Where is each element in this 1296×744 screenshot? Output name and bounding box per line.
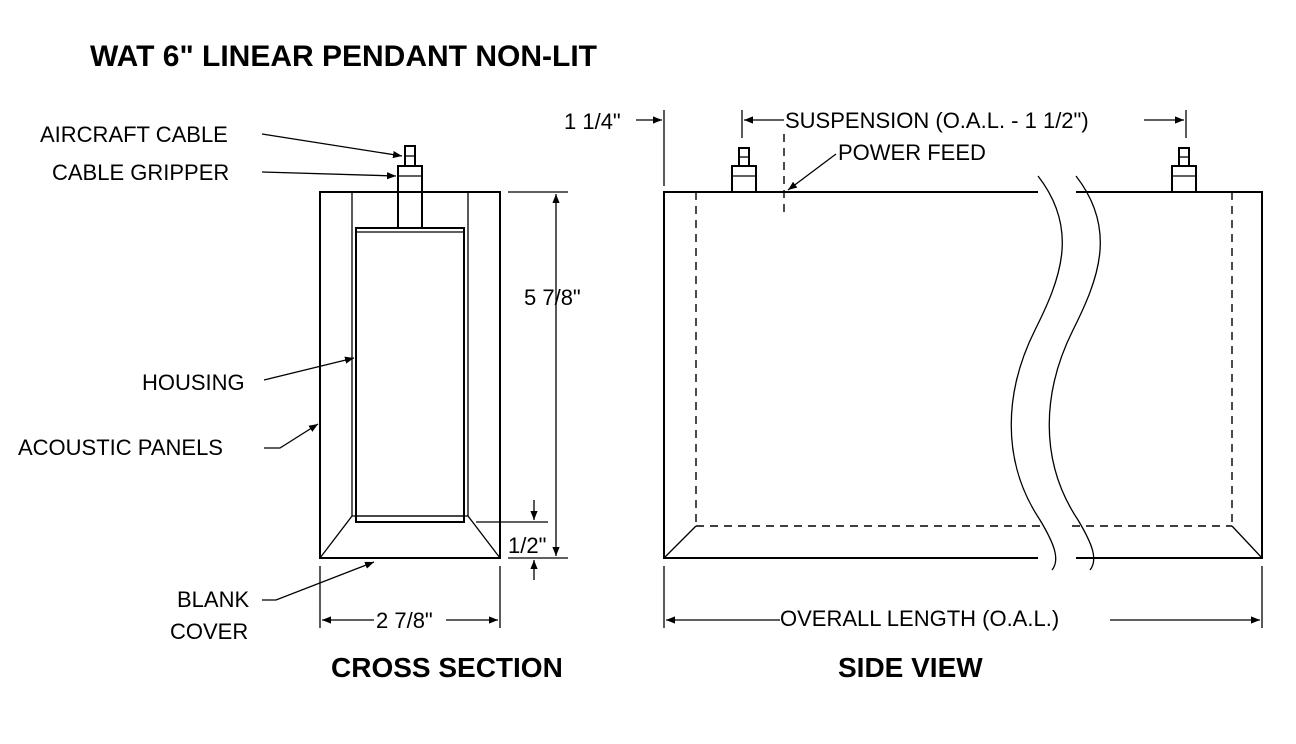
height-dimension-label: 5 7/8" — [524, 285, 581, 310]
power-feed-leader — [787, 153, 837, 191]
blank-cover-label-line2: COVER — [170, 619, 248, 644]
housing — [355, 227, 465, 523]
gripper-right — [1171, 165, 1197, 193]
acoustic-panels-leader — [264, 423, 319, 449]
power-feed-label: POWER FEED — [838, 140, 986, 165]
break-line-left — [1010, 175, 1063, 571]
cross-section-drawing — [261, 133, 568, 628]
cable-gripper-label: CABLE GRIPPER — [52, 160, 229, 185]
suspension-label: SUSPENSION (O.A.L. - 1 1/2") — [785, 108, 1089, 133]
side-body-right — [1076, 191, 1263, 559]
gripper-left — [731, 165, 757, 193]
housing-label: HOUSING — [142, 370, 245, 395]
aircraft-cable-leader — [261, 133, 403, 159]
aircraft-cable-label: AIRCRAFT CABLE — [40, 122, 228, 147]
cross-section-heading: CROSS SECTION — [331, 652, 563, 683]
page-title: WAT 6" LINEAR PENDANT NON-LIT — [90, 40, 597, 73]
overall-length-label: OVERALL LENGTH (O.A.L.) — [780, 606, 1059, 631]
acoustic-panels-label: ACOUSTIC PANELS — [18, 435, 223, 460]
blank-cover-leader — [262, 561, 375, 601]
break-line-right — [1048, 175, 1101, 571]
side-body-left — [663, 191, 1038, 559]
housing-leader — [263, 356, 355, 381]
blank-cover-label-line1: BLANK — [177, 587, 249, 612]
width-dimension-label: 2 7/8" — [376, 608, 433, 633]
cable-gripper-leader — [261, 171, 397, 180]
inner-panel-right — [467, 192, 501, 559]
side-view-drawing — [636, 110, 1263, 628]
inner-panel-left — [319, 192, 353, 559]
cable-gripper — [397, 165, 423, 229]
acoustic-panel-outline — [319, 191, 501, 559]
cover-dimension-label: 1/2" — [508, 533, 546, 558]
top-offset-label: 1 1/4" — [564, 109, 621, 134]
side-view-heading: SIDE VIEW — [838, 652, 983, 683]
